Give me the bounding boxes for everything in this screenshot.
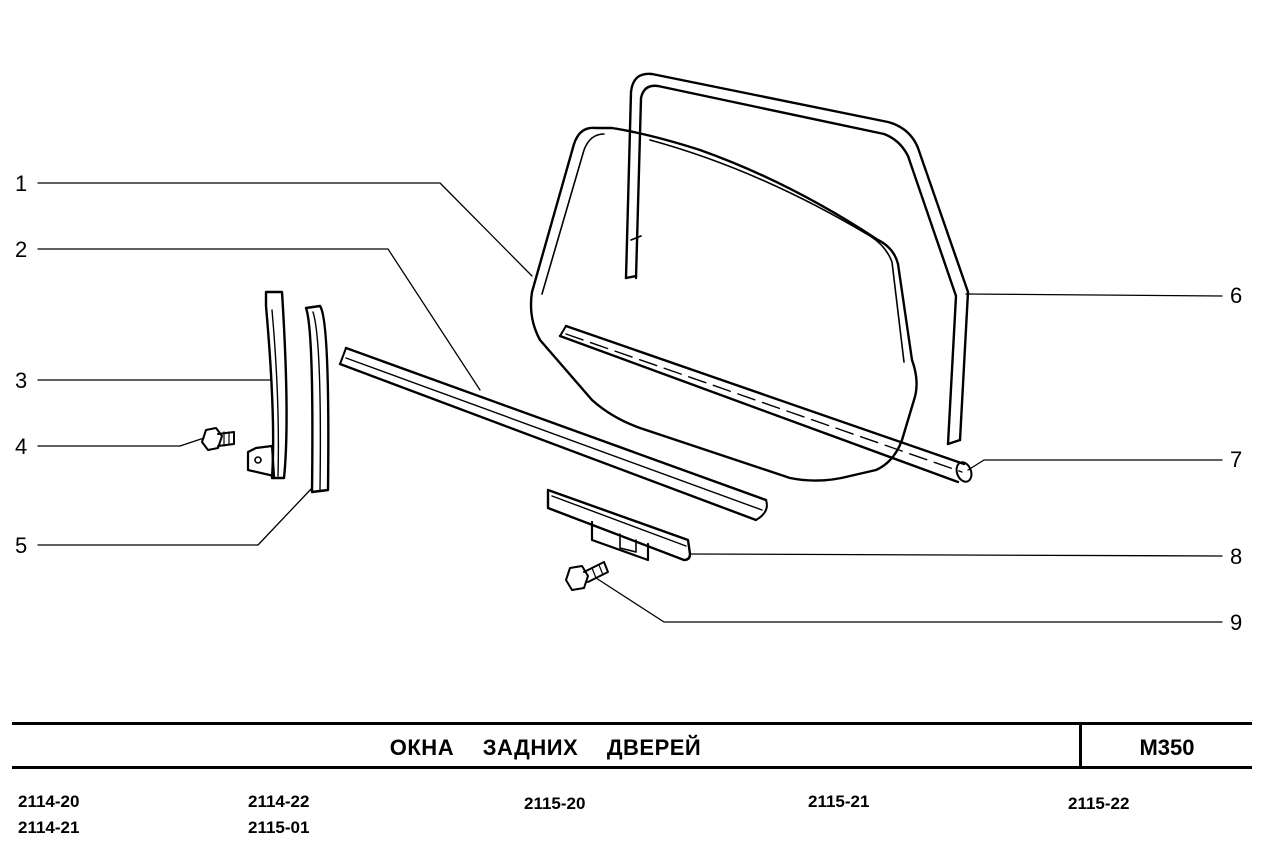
fixing-bolt xyxy=(565,561,609,591)
front-guide-rail xyxy=(246,290,288,480)
callout-7: 7 xyxy=(1230,447,1243,472)
model-code: 2115-22 xyxy=(1068,794,1130,813)
outer-sealing-strip xyxy=(338,346,768,522)
callout-5: 5 xyxy=(15,533,28,558)
footer-top-rule xyxy=(12,722,1252,725)
footer-separator xyxy=(1079,724,1082,767)
callout-8: 8 xyxy=(1230,544,1243,569)
section-code: М350 xyxy=(1139,735,1195,760)
leader-line-5 xyxy=(37,487,313,546)
leader-lines xyxy=(37,182,1223,623)
model-code: 2114-22 xyxy=(248,792,310,811)
footer-bottom-rule xyxy=(12,766,1252,769)
model-code: 2114-21 xyxy=(18,818,80,837)
callout-1: 1 xyxy=(15,171,28,196)
callout-6: 6 xyxy=(1230,283,1243,308)
callout-2: 2 xyxy=(15,237,28,262)
parts-diagram xyxy=(37,72,1223,623)
section-title: ОКНА ЗАДНИХ ДВЕРЕЙ xyxy=(389,735,702,760)
leader-line-1 xyxy=(37,182,533,277)
leader-line-2 xyxy=(37,248,481,391)
model-code: 2115-01 xyxy=(248,818,310,837)
model-code: 2114-20 xyxy=(18,792,80,811)
callout-3: 3 xyxy=(15,368,28,393)
rear-guide-rail xyxy=(304,304,330,494)
leader-line-4 xyxy=(37,437,205,447)
leader-line-7 xyxy=(967,459,1223,471)
leader-line-8 xyxy=(689,553,1223,557)
window-channel-seal xyxy=(624,72,970,446)
door-glass xyxy=(529,126,918,482)
leader-line-9 xyxy=(595,577,1223,623)
small-bolt xyxy=(201,427,235,451)
leader-line-6 xyxy=(965,293,1223,297)
callout-9: 9 xyxy=(1230,610,1243,635)
model-code: 2115-20 xyxy=(524,794,586,813)
glass-clamp xyxy=(546,488,692,562)
glass-guide-channel xyxy=(558,324,973,484)
model-code: 2115-21 xyxy=(808,792,870,811)
callout-4: 4 xyxy=(15,434,28,459)
